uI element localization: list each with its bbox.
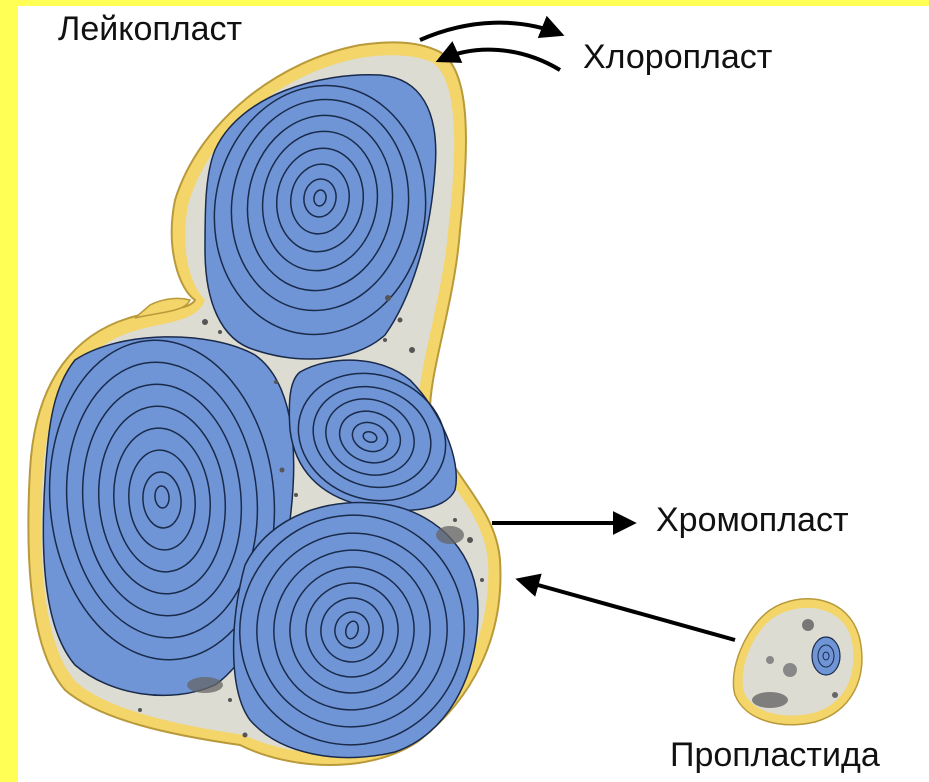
- proplastid-label: Пропластида: [670, 738, 880, 772]
- proplastid-cell: [733, 599, 861, 725]
- arrow-from-proplastid: [520, 580, 735, 640]
- arrow-leucoplast-to-chloroplast: [420, 23, 560, 40]
- arrow-chloroplast-to-leucoplast: [440, 50, 560, 70]
- leucoplast-label: Лейкопласт: [58, 12, 242, 46]
- chloroplast-label: Хлоропласт: [583, 40, 772, 74]
- chromoplast-label: Хромопласт: [656, 503, 849, 537]
